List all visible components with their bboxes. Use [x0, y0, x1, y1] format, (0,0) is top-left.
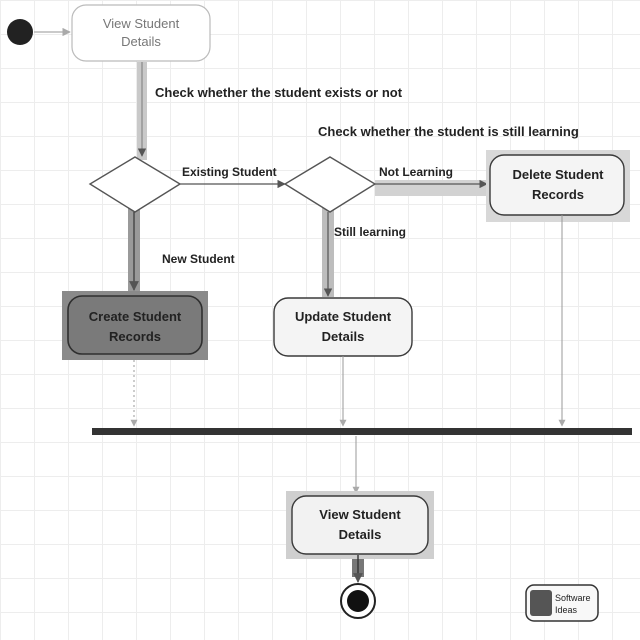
update-details-line2: Details — [322, 329, 365, 344]
highlight-trail-not-learning — [375, 180, 487, 196]
view-student-top-line1: View Student — [103, 16, 180, 31]
view-student-top-line2: Details — [121, 34, 161, 49]
watermark-line2: Ideas — [555, 605, 578, 615]
label-not-learning: Not Learning — [379, 165, 453, 179]
final-node[interactable] — [340, 583, 376, 619]
initial-node[interactable] — [7, 19, 33, 45]
decision-student-exists[interactable] — [88, 156, 182, 213]
activity-create-student-records[interactable]: Create Student Records — [62, 291, 208, 360]
delete-records-line1: Delete Student — [512, 167, 604, 182]
join-bar[interactable] — [92, 428, 632, 435]
note-learning-check: Check whether the student is still learn… — [318, 124, 579, 139]
activity-view-student-details-bottom[interactable]: View Student Details — [286, 491, 434, 559]
activity-view-student-details-top[interactable]: View Student Details — [71, 4, 211, 62]
note-exists-check: Check whether the student exists or not — [155, 85, 403, 100]
delete-records-line2: Records — [532, 187, 584, 202]
label-still-learning: Still learning — [334, 225, 406, 239]
create-records-line1: Create Student — [89, 309, 182, 324]
view-student-bottom-line2: Details — [339, 527, 382, 542]
software-ideas-watermark: Software Ideas — [525, 584, 599, 622]
watermark-line1: Software — [555, 593, 591, 603]
update-details-line1: Update Student — [295, 309, 392, 324]
view-student-bottom-line1: View Student — [319, 507, 401, 522]
label-new-student: New Student — [162, 252, 235, 266]
create-records-line2: Records — [109, 329, 161, 344]
decision-still-learning[interactable] — [283, 156, 377, 213]
label-existing-student: Existing Student — [182, 165, 277, 179]
activity-update-student-details[interactable]: Update Student Details — [273, 297, 413, 357]
activity-delete-student-records[interactable]: Delete Student Records — [486, 150, 630, 222]
